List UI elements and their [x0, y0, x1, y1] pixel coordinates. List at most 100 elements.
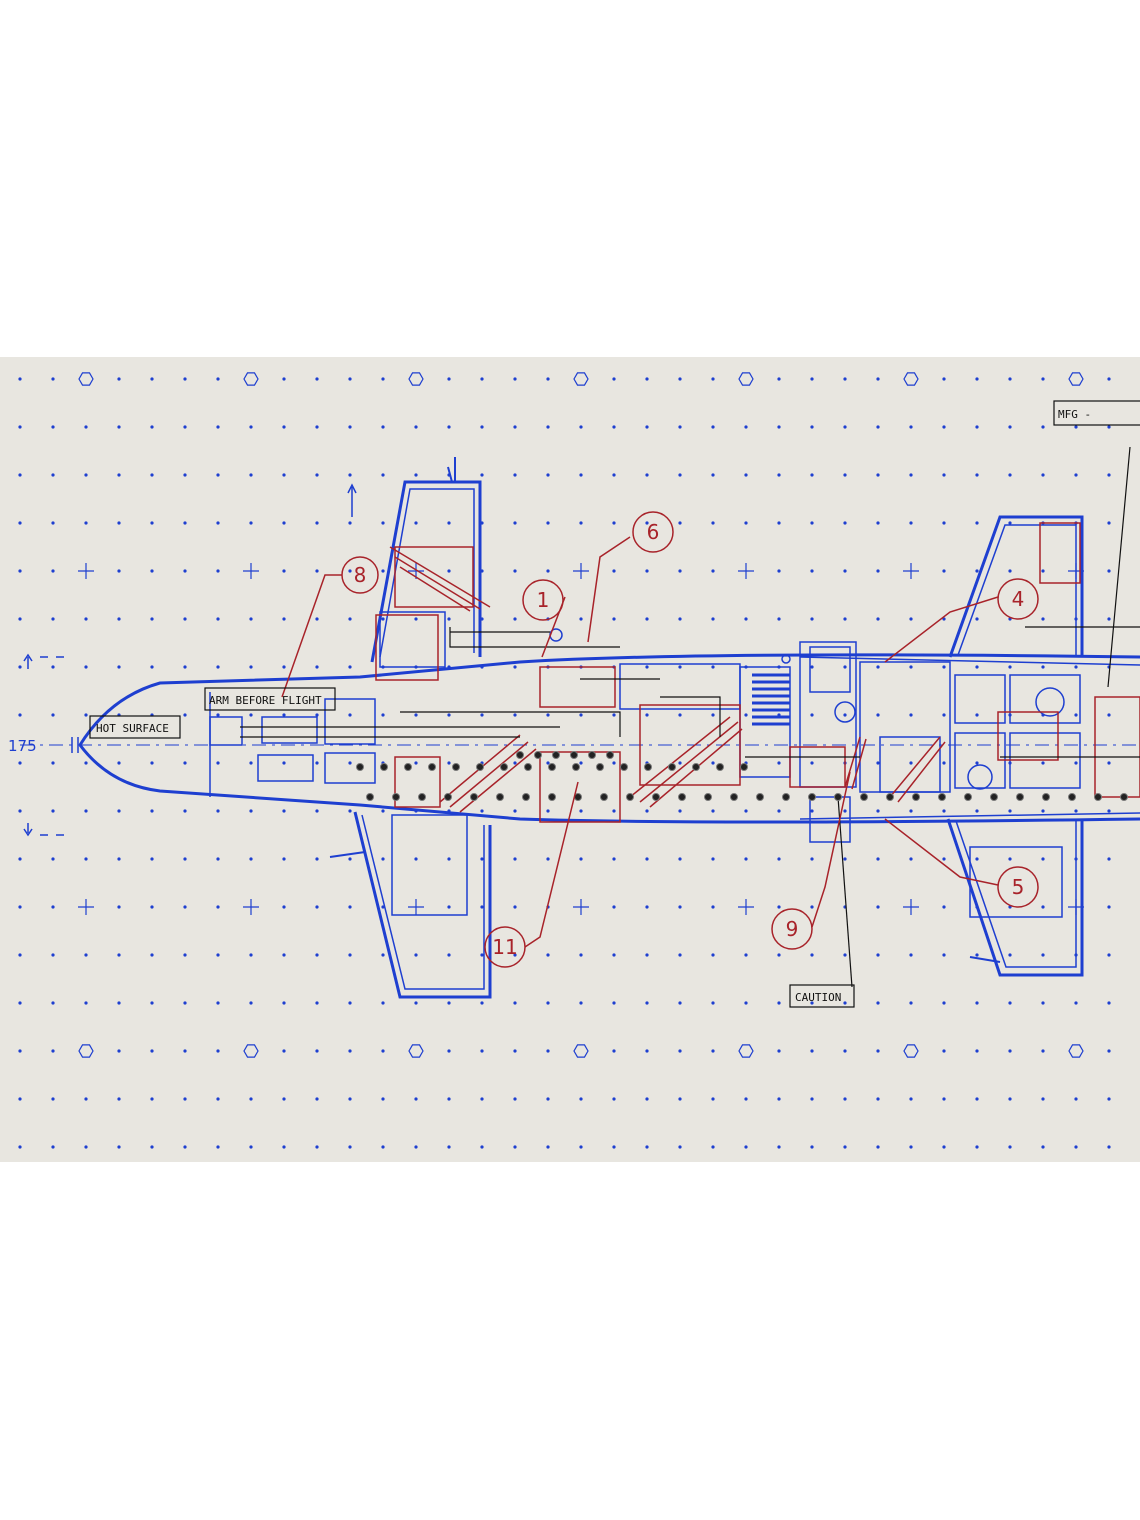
grid-dot — [216, 1145, 220, 1149]
grid-dot — [249, 473, 253, 477]
grid-dot — [282, 377, 286, 381]
grid-dot — [282, 1001, 286, 1005]
svg-text:MFG -: MFG - — [1058, 408, 1091, 421]
grid-dot — [513, 1001, 517, 1005]
grid-dot — [777, 473, 781, 477]
grid-dot — [1008, 569, 1012, 573]
grid-dot — [810, 953, 814, 957]
grid-dot — [711, 665, 715, 669]
aircraft-schematic: 175 — [8, 372, 1140, 1149]
grid-dot — [414, 425, 418, 429]
grid-dot — [546, 425, 550, 429]
grid-dot — [117, 665, 121, 669]
grid-dot — [546, 713, 550, 717]
grid-dot — [645, 569, 649, 573]
grid-dot — [18, 809, 22, 813]
grid-dot — [678, 665, 682, 669]
grid-dot — [645, 425, 649, 429]
grid-dot — [18, 761, 22, 765]
grid-dot — [414, 857, 418, 861]
grid-dot — [117, 761, 121, 765]
grid-dot — [711, 905, 715, 909]
grid-dot — [414, 1097, 418, 1101]
grid-dot — [1008, 425, 1012, 429]
grid-hexagon — [243, 1044, 259, 1058]
grid-dot — [678, 857, 682, 861]
grid-dot — [183, 1049, 187, 1053]
grid-dot — [744, 617, 748, 621]
grid-dot — [381, 425, 385, 429]
grid-dot — [183, 857, 187, 861]
grid-dot — [447, 1097, 451, 1101]
grid-dot — [348, 665, 352, 669]
grid-cross — [408, 899, 424, 915]
grid-dot — [1107, 809, 1111, 813]
grid-dot — [942, 905, 946, 909]
grid-dot — [18, 569, 22, 573]
grid-dot — [810, 1145, 814, 1149]
grid-dot — [348, 905, 352, 909]
grid-dot — [84, 425, 88, 429]
grid-cross — [573, 563, 589, 579]
grid-dot — [612, 425, 616, 429]
grid-dot — [414, 521, 418, 525]
grid-dot — [546, 569, 550, 573]
grid-dot — [579, 425, 583, 429]
grid-dot — [579, 1001, 583, 1005]
grid-cross — [903, 899, 919, 915]
grid-dot — [216, 425, 220, 429]
grid-dot — [942, 569, 946, 573]
grid-dot — [414, 1001, 418, 1005]
grid-dot — [909, 473, 913, 477]
grid-dot — [975, 473, 979, 477]
grid-dot — [117, 425, 121, 429]
rivet — [678, 793, 686, 801]
grid-dot — [975, 1145, 979, 1149]
grid-dot — [414, 761, 418, 765]
grid-dot — [1041, 473, 1045, 477]
grid-dot — [480, 1001, 484, 1005]
grid-dot — [645, 617, 649, 621]
grid-dot — [150, 377, 154, 381]
svg-text:CAUTION: CAUTION — [795, 991, 841, 1004]
grid-dot — [51, 809, 55, 813]
callout-5: 5 — [997, 866, 1039, 908]
grid-dot — [249, 761, 253, 765]
rivet — [500, 763, 508, 771]
grid-dot — [579, 857, 583, 861]
grid-dot — [678, 473, 682, 477]
grid-hexagon — [243, 372, 259, 386]
grid-dot — [612, 377, 616, 381]
grid-dot — [843, 1049, 847, 1053]
grid-dot — [1074, 473, 1078, 477]
grid-dot — [810, 665, 814, 669]
grid-dot — [909, 809, 913, 813]
grid-dot — [942, 521, 946, 525]
grid-dot — [480, 857, 484, 861]
grid-dot — [1008, 521, 1012, 525]
grid-dot — [744, 713, 748, 717]
grid-dot — [216, 857, 220, 861]
grid-dot — [810, 905, 814, 909]
grid-dot — [84, 1097, 88, 1101]
grid-dot — [348, 377, 352, 381]
grid-dot — [117, 953, 121, 957]
grid-dot — [579, 1097, 583, 1101]
grid-dot — [1041, 1145, 1045, 1149]
grid-dot — [513, 425, 517, 429]
grid-dot — [777, 1001, 781, 1005]
grid-dot — [1107, 473, 1111, 477]
grid-dot — [216, 905, 220, 909]
grid-dot — [1041, 1097, 1045, 1101]
grid-dot — [1074, 713, 1078, 717]
grid-dot — [216, 1001, 220, 1005]
grid-dot — [1008, 1097, 1012, 1101]
grid-dot — [909, 665, 913, 669]
grid-hexagon — [573, 372, 589, 386]
grid-dot — [348, 425, 352, 429]
grid-dot — [1107, 953, 1111, 957]
grid-dot — [117, 377, 121, 381]
grid-dot — [249, 1097, 253, 1101]
hot-surface-label: HOT SURFACE — [89, 715, 181, 739]
rivet — [626, 793, 634, 801]
